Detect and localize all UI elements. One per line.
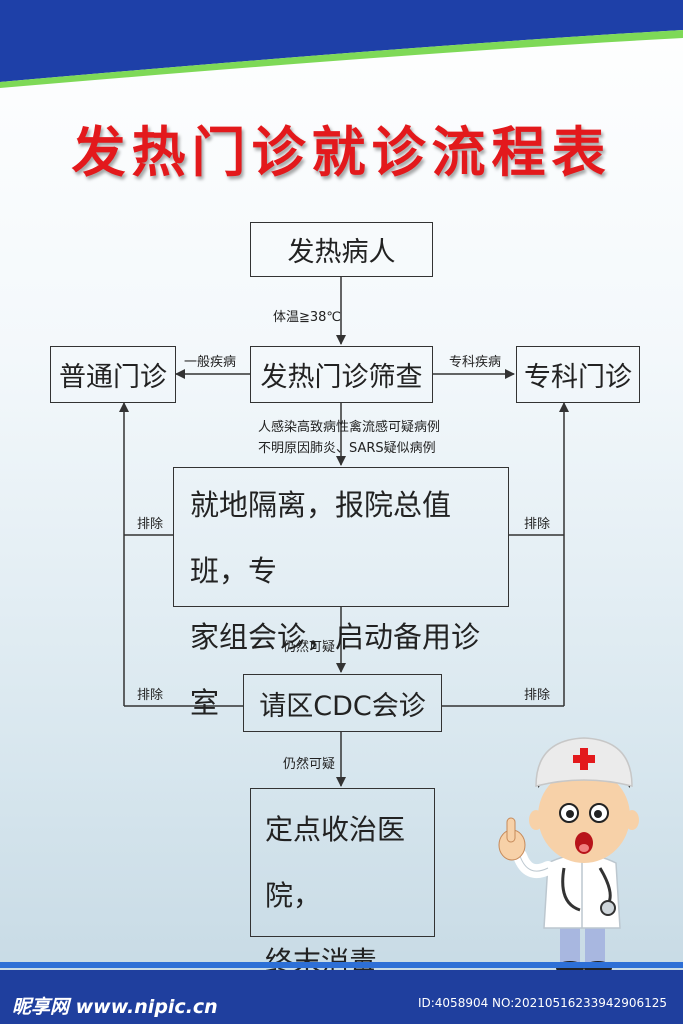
label-exclude-right-1: 排除 (524, 517, 551, 532)
node-fever-patient: 发热病人 (250, 222, 433, 277)
watermark-id: ID:4058904 NO:20210516233942906125 (417, 996, 667, 1010)
node-isolation: 就地隔离，报院总值班，专 家组会诊，启动备用诊室 (173, 467, 509, 720)
watermark-site: 昵享网 www.nipic.cn (12, 996, 218, 1018)
label-suspect-avian: 人感染高致病性禽流感可疑病例 (258, 420, 441, 435)
label-suspect-sars: 不明原因肺炎、SARS疑似病例 (258, 441, 436, 456)
header-wave (0, 0, 683, 88)
page-title: 发热门诊就诊流程表 (71, 121, 612, 184)
label-special-disease: 专科疾病 (449, 355, 502, 370)
label-exclude-left-2: 排除 (137, 688, 164, 703)
label-still-suspect-1: 仍然可疑 (283, 640, 336, 655)
label-general-disease: 一般疾病 (184, 355, 237, 370)
label-exclude-right-2: 排除 (524, 688, 551, 703)
node-specialist-clinic: 专科门诊 (516, 346, 640, 403)
footer-accent-line (0, 962, 683, 968)
label-still-suspect-2: 仍然可疑 (283, 757, 336, 772)
isolation-line-2: 家组会诊，启动备用诊室 (190, 620, 481, 720)
isolation-line-1: 就地隔离，报院总值班，专 (190, 488, 452, 588)
node-cdc-consult: 请区CDC会诊 (243, 674, 442, 732)
label-temperature: 体温≧38℃ (273, 310, 342, 325)
node-fever-screening: 发热门诊筛查 (250, 346, 433, 403)
hospital-line-1: 定点收治医院， (265, 813, 406, 912)
footer-bar (0, 970, 683, 1024)
doctor-illustration (498, 737, 639, 975)
node-general-clinic: 普通门诊 (50, 346, 176, 403)
label-exclude-left-1: 排除 (137, 517, 164, 532)
node-designated-hospital: 定点收治医院， 终末消毒 (250, 788, 435, 978)
